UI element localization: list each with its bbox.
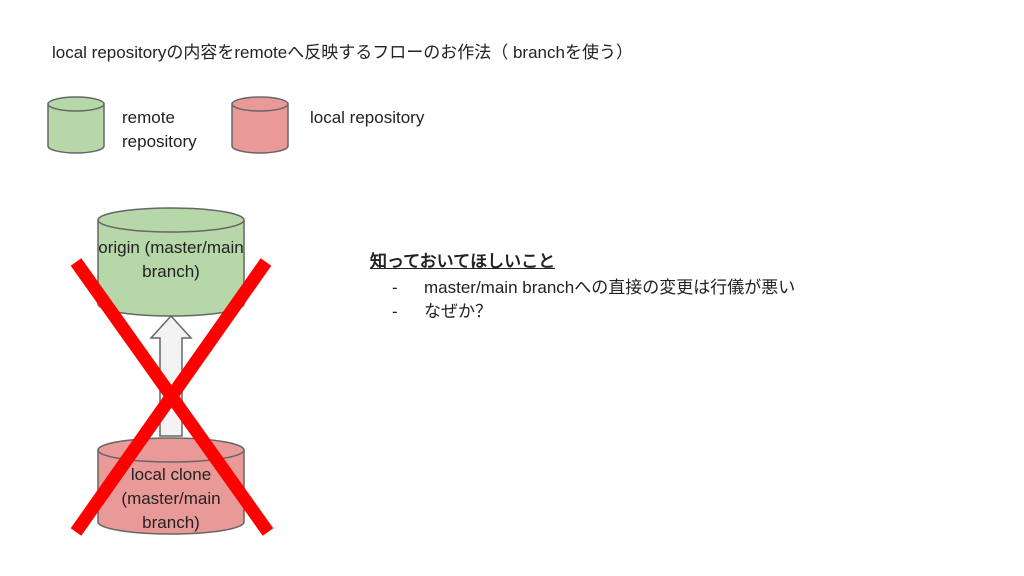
note-item: - master/main branchへの直接の変更は行儀が悪い (370, 276, 795, 300)
legend-remote-label: remote repository (122, 108, 197, 151)
origin-label: origin (master/main branch) (98, 238, 244, 281)
note-bullet: - (392, 302, 398, 321)
local-clone-label: local clone (master/main branch) (121, 465, 221, 532)
note-item: - なぜか？ (370, 300, 795, 324)
note-bullet: - (392, 278, 398, 297)
legend-local-label: local repository (310, 108, 425, 127)
note-text: master/main branchへの直接の変更は行儀が悪い (424, 278, 796, 297)
notes-heading: 知っておいてほしいこと (370, 252, 556, 271)
notes-box: 知っておいてほしいこと - master/main branchへの直接の変更は… (370, 250, 795, 324)
origin-cylinder (97, 207, 245, 317)
slide-title: local repositoryの内容をremoteへ反映するフローのお作法（ … (52, 43, 633, 62)
legend-remote-cylinder (47, 96, 105, 154)
note-text: なぜか？ (424, 302, 492, 321)
legend-local-cylinder (231, 96, 289, 154)
cross-line-2 (70, 258, 272, 536)
